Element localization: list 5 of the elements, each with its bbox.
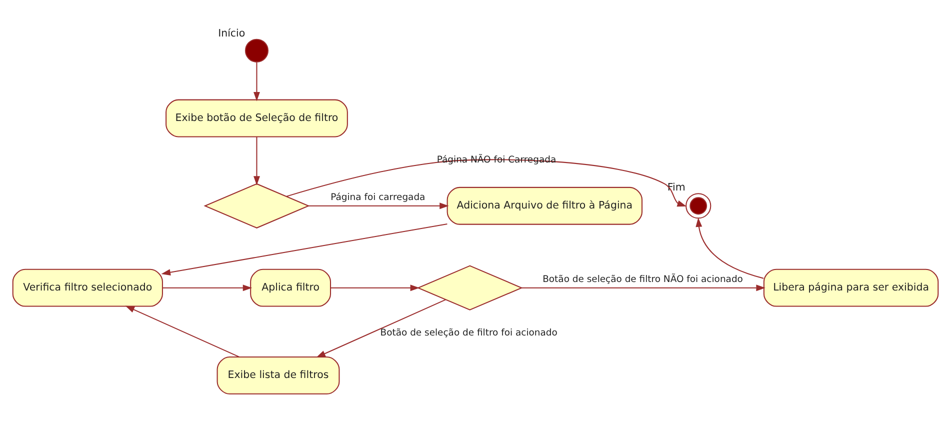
edge-label: Página foi carregada — [330, 192, 426, 203]
edge-label: Botão de seleção de filtro foi acionado — [380, 328, 558, 339]
edge-label: Botão de seleção de filtro NÃO foi acionado — [542, 274, 743, 285]
node-label: Início — [218, 27, 246, 40]
node-label: Fim — [667, 182, 686, 194]
